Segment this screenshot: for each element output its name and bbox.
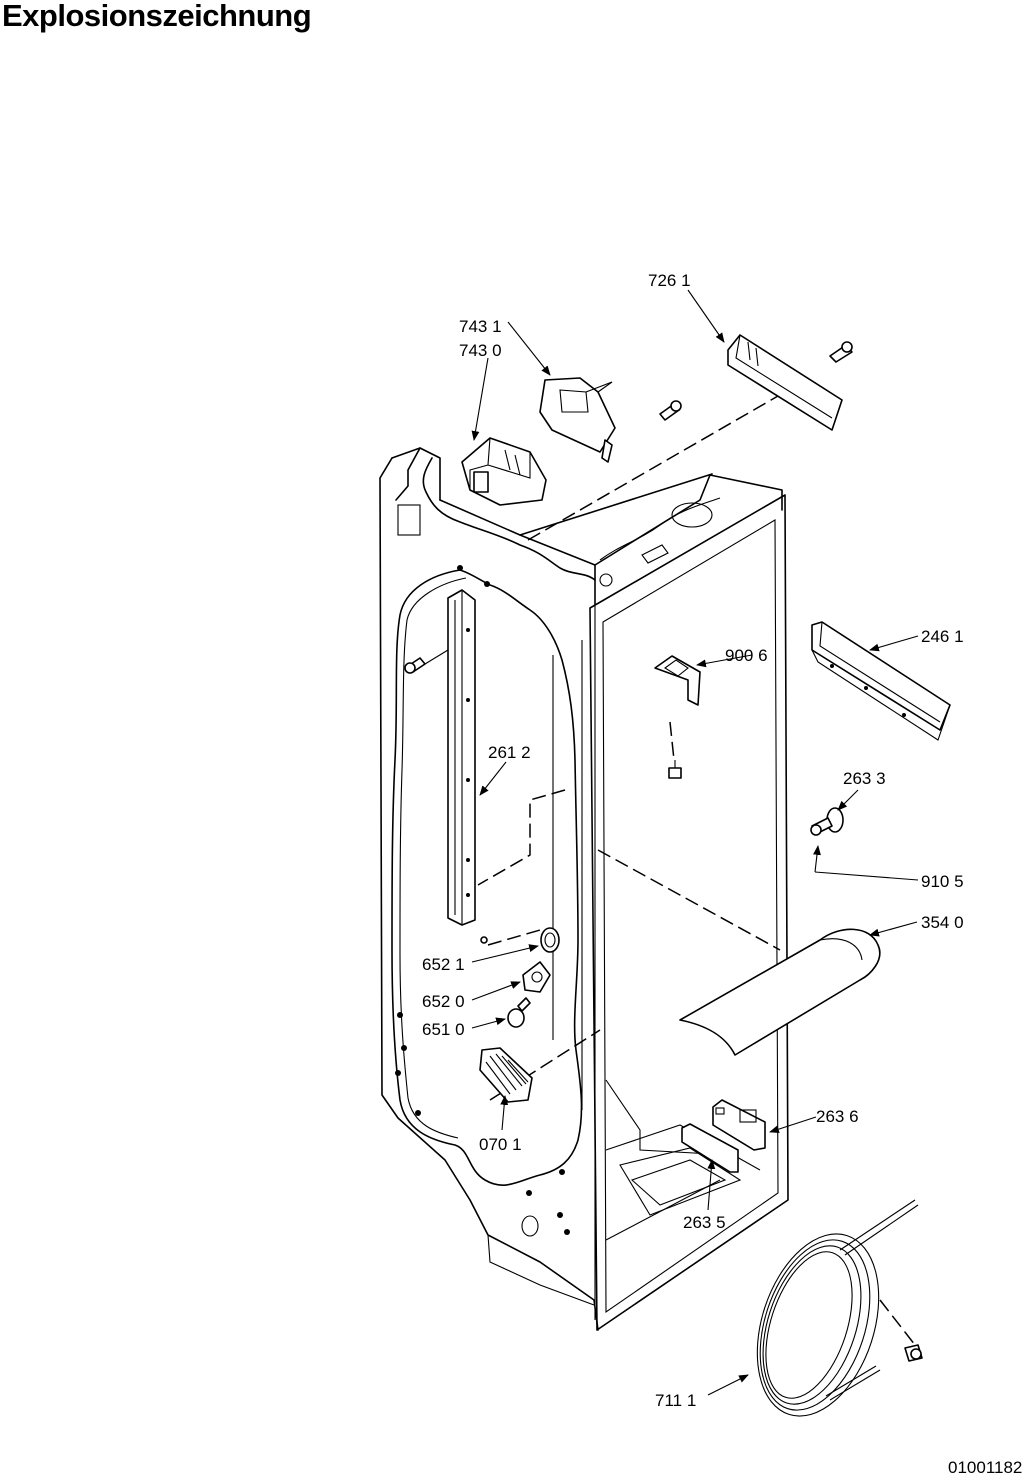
part-743-1-bracket (539, 377, 682, 463)
part-652-1-socket (480, 927, 560, 953)
callout-726-1: 726 1 (648, 271, 691, 290)
part-743-0-housing (461, 437, 547, 506)
part-651-0-bulb (507, 997, 531, 1028)
part-070-1-grille (479, 1047, 533, 1103)
leader-lines (471, 289, 919, 1396)
part-711-1-coiled-tube (756, 1199, 923, 1417)
callout-261-2: 261 2 (488, 743, 531, 762)
callout-900-6: 900 6 (725, 646, 768, 665)
part-246-1-channel (811, 621, 951, 741)
assembly-lines (477, 395, 916, 1346)
part-900-6-clip (654, 655, 701, 779)
callout-354-0: 354 0 (921, 913, 964, 932)
page-title: Explosionszeichnung (2, 0, 312, 33)
document-number: 01001182 (948, 1458, 1023, 1477)
part-261-2-rail (404, 589, 476, 926)
callout-263-5: 263 5 (683, 1213, 726, 1232)
part-652-0-lamp-holder (522, 961, 551, 993)
part-726-1-top-channel (727, 334, 853, 431)
callout-652-1: 652 1 (422, 955, 465, 974)
callout-263-6: 263 6 (816, 1107, 859, 1126)
part-263-6-bracket (712, 1099, 766, 1151)
part-263-5-bracket (681, 1123, 739, 1173)
callout-652-0: 652 0 (422, 992, 465, 1011)
callout-246-1: 246 1 (921, 627, 964, 646)
part-354-0-cover (679, 928, 881, 1056)
callout-743-1: 743 1 (459, 317, 502, 336)
part-263-3-screw (810, 807, 844, 836)
callout-651-0: 651 0 (422, 1020, 465, 1039)
callout-743-0: 743 0 (459, 341, 502, 360)
callout-711-1: 711 1 (655, 1391, 696, 1410)
callout-263-3: 263 3 (843, 769, 886, 788)
callout-070-1: 070 1 (479, 1135, 522, 1154)
callout-labels: 726 1 743 1 743 0 246 1 900 6 261 2 263 … (422, 271, 964, 1410)
cabinet-liner (379, 447, 789, 1331)
callout-910-5: 910 5 (921, 872, 964, 891)
